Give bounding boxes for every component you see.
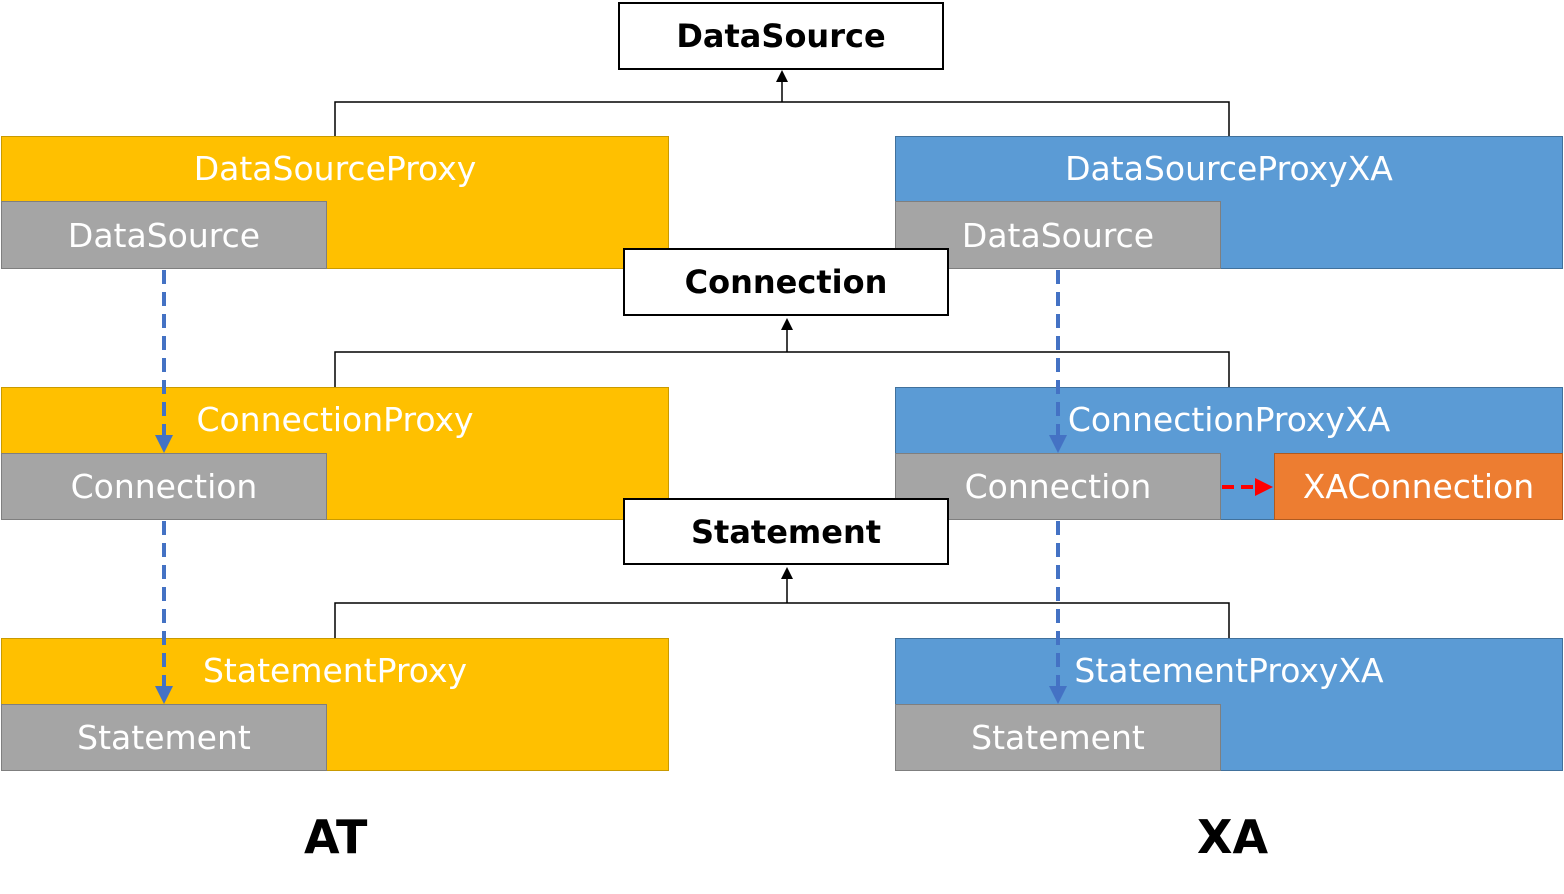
statement-interface-box: Statement <box>623 498 949 565</box>
connection-proxy-inner-box: Connection <box>1 453 327 520</box>
datasource-inheritance-connector <box>334 70 1230 136</box>
statement-proxy-title: StatementProxy <box>202 651 468 690</box>
connection-proxy-xa-title: ConnectionProxyXA <box>1067 400 1391 439</box>
xa-connection-label: XAConnection <box>1302 467 1535 506</box>
xa-connection-box: XAConnection <box>1274 453 1563 520</box>
statement-proxy-xa-inner-box: Statement <box>895 704 1221 771</box>
connection-inheritance-connector <box>334 318 1230 387</box>
xa-footer-label: XA <box>1197 810 1269 864</box>
datasource-proxy-xa-inner-label: DataSource <box>961 215 1155 255</box>
datasource-proxy-xa-title: DataSourceProxyXA <box>1065 149 1393 188</box>
statement-interface-label: Statement <box>690 512 882 551</box>
datasource-interface-label: DataSource <box>676 17 886 55</box>
connection-proxy-xa-inner-box: Connection <box>895 453 1221 520</box>
statement-proxy-xa-inner-label: Statement <box>971 718 1145 757</box>
connection-interface-box: Connection <box>623 248 949 316</box>
connection-proxy-title: ConnectionProxy <box>196 400 474 439</box>
statement-proxy-inner-box: Statement <box>1 704 327 771</box>
statement-inheritance-connector <box>334 567 1230 638</box>
datasource-proxy-title: DataSourceProxy <box>193 149 477 188</box>
connection-interface-label: Connection <box>684 263 888 301</box>
datasource-proxy-xa-inner-box: DataSource <box>895 201 1221 269</box>
at-footer-label: AT <box>304 810 368 864</box>
datasource-proxy-inner-label: DataSource <box>67 215 261 255</box>
statement-proxy-xa-title: StatementProxyXA <box>1074 651 1384 690</box>
datasource-proxy-inner-box: DataSource <box>1 201 327 269</box>
statement-proxy-inner-label: Statement <box>77 718 251 757</box>
connection-proxy-inner-label: Connection <box>70 467 258 506</box>
connection-proxy-xa-inner-label: Connection <box>964 467 1152 506</box>
datasource-interface-box: DataSource <box>618 2 944 70</box>
